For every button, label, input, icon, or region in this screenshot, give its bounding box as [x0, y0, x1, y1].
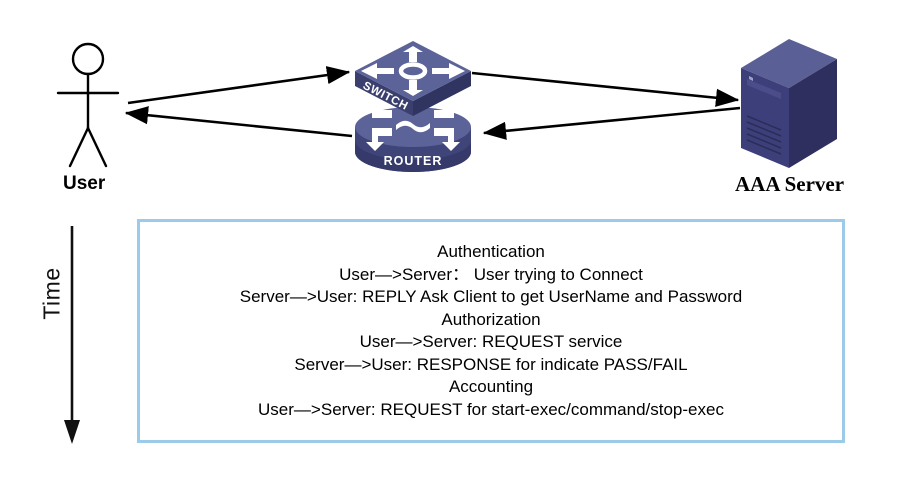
- server-tower-icon: [741, 39, 837, 168]
- aaa-server-label: AAA Server: [735, 172, 845, 196]
- message-line: User—>Server： User trying to Connect: [339, 264, 643, 284]
- time-axis-arrow: [64, 226, 80, 444]
- network-router-icon: [355, 95, 471, 172]
- arrow-server-to-router: [482, 106, 741, 140]
- arrow-switch-to-server: [471, 71, 740, 107]
- arrow-router-to-user: [124, 106, 353, 138]
- connection-arrows-left: [124, 66, 353, 138]
- switch-label: SWITCH: [361, 80, 410, 113]
- message-line: User—>Server: REQUEST for start-exec/com…: [258, 399, 724, 419]
- arrow-user-to-switch: [127, 66, 351, 105]
- time-axis-label: Time: [38, 267, 65, 320]
- user-label: User: [63, 173, 106, 194]
- message-line: Server—>User: REPLY Ask Client to get Us…: [239, 287, 743, 306]
- router-label: ROUTER: [384, 154, 443, 168]
- message-line: Server—>User: RESPONSE for indicate PASS…: [294, 354, 688, 374]
- connection-arrows-right: [471, 71, 741, 140]
- message-line: Authorization: [441, 309, 541, 329]
- network-switch-icon: SWITCH: [355, 41, 471, 116]
- message-line: Accounting: [448, 377, 534, 396]
- message-line: Authentication: [437, 242, 545, 261]
- stick-figure-icon: [56, 42, 120, 168]
- message-line: User—>Server: REQUEST service: [359, 332, 623, 351]
